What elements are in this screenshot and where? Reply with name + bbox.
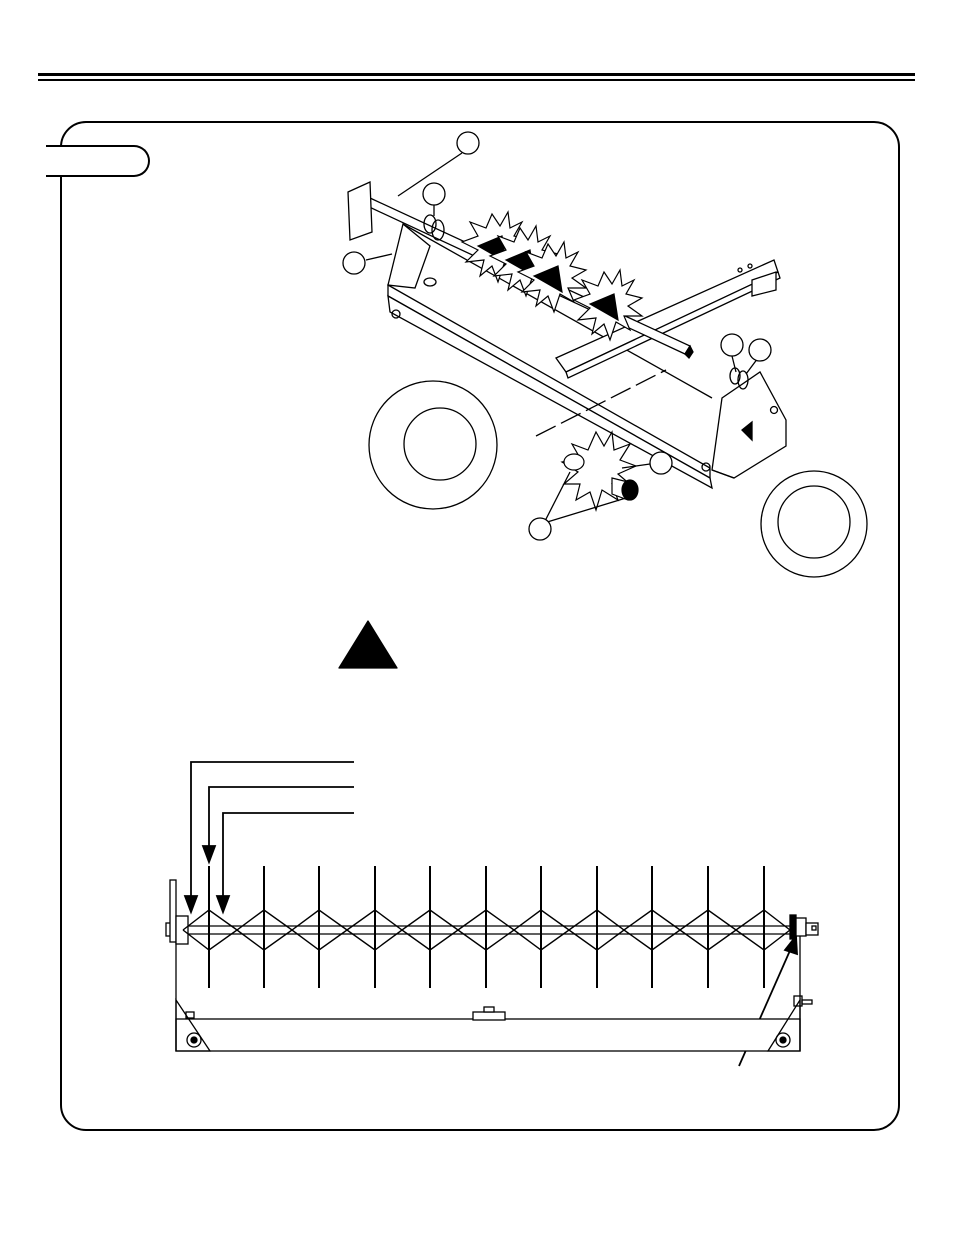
front-frame [175, 928, 813, 1052]
hub-cones [182, 909, 791, 951]
callout-bubble-7 [528, 517, 552, 541]
spike-tines-exploded [560, 430, 639, 512]
callout-bubbles [342, 131, 772, 541]
figure-panel [60, 121, 900, 1131]
bearing-disc-small [760, 470, 868, 578]
callout-bubble-1 [456, 131, 480, 155]
spike-tine [572, 268, 644, 342]
warning-triangle-icon [338, 620, 398, 669]
callout-bubble-5 [748, 338, 772, 362]
roller-frame [387, 222, 787, 490]
figure-tab [46, 145, 150, 177]
bearing-collar-left [423, 214, 445, 241]
tine-blades [208, 866, 765, 988]
assembly-front-view [165, 761, 819, 1067]
callout-bubble-4 [720, 333, 744, 357]
spike-tines-upper [460, 210, 644, 342]
hitch-bar [555, 259, 781, 379]
callout-bubble-6 [649, 451, 673, 475]
spike-tine [560, 430, 639, 512]
front-shaft [165, 879, 819, 945]
assembly-guide-line [535, 369, 667, 437]
spike-tine [516, 240, 588, 314]
callout-bubble-3 [342, 251, 366, 275]
callout-leaders [365, 152, 759, 524]
header-rule-thick [38, 73, 915, 76]
header-rule-thin [38, 79, 915, 81]
bearing-disc-large [368, 380, 498, 510]
callout-bubble-2 [422, 182, 446, 206]
exploded-assembly-view [342, 131, 868, 578]
